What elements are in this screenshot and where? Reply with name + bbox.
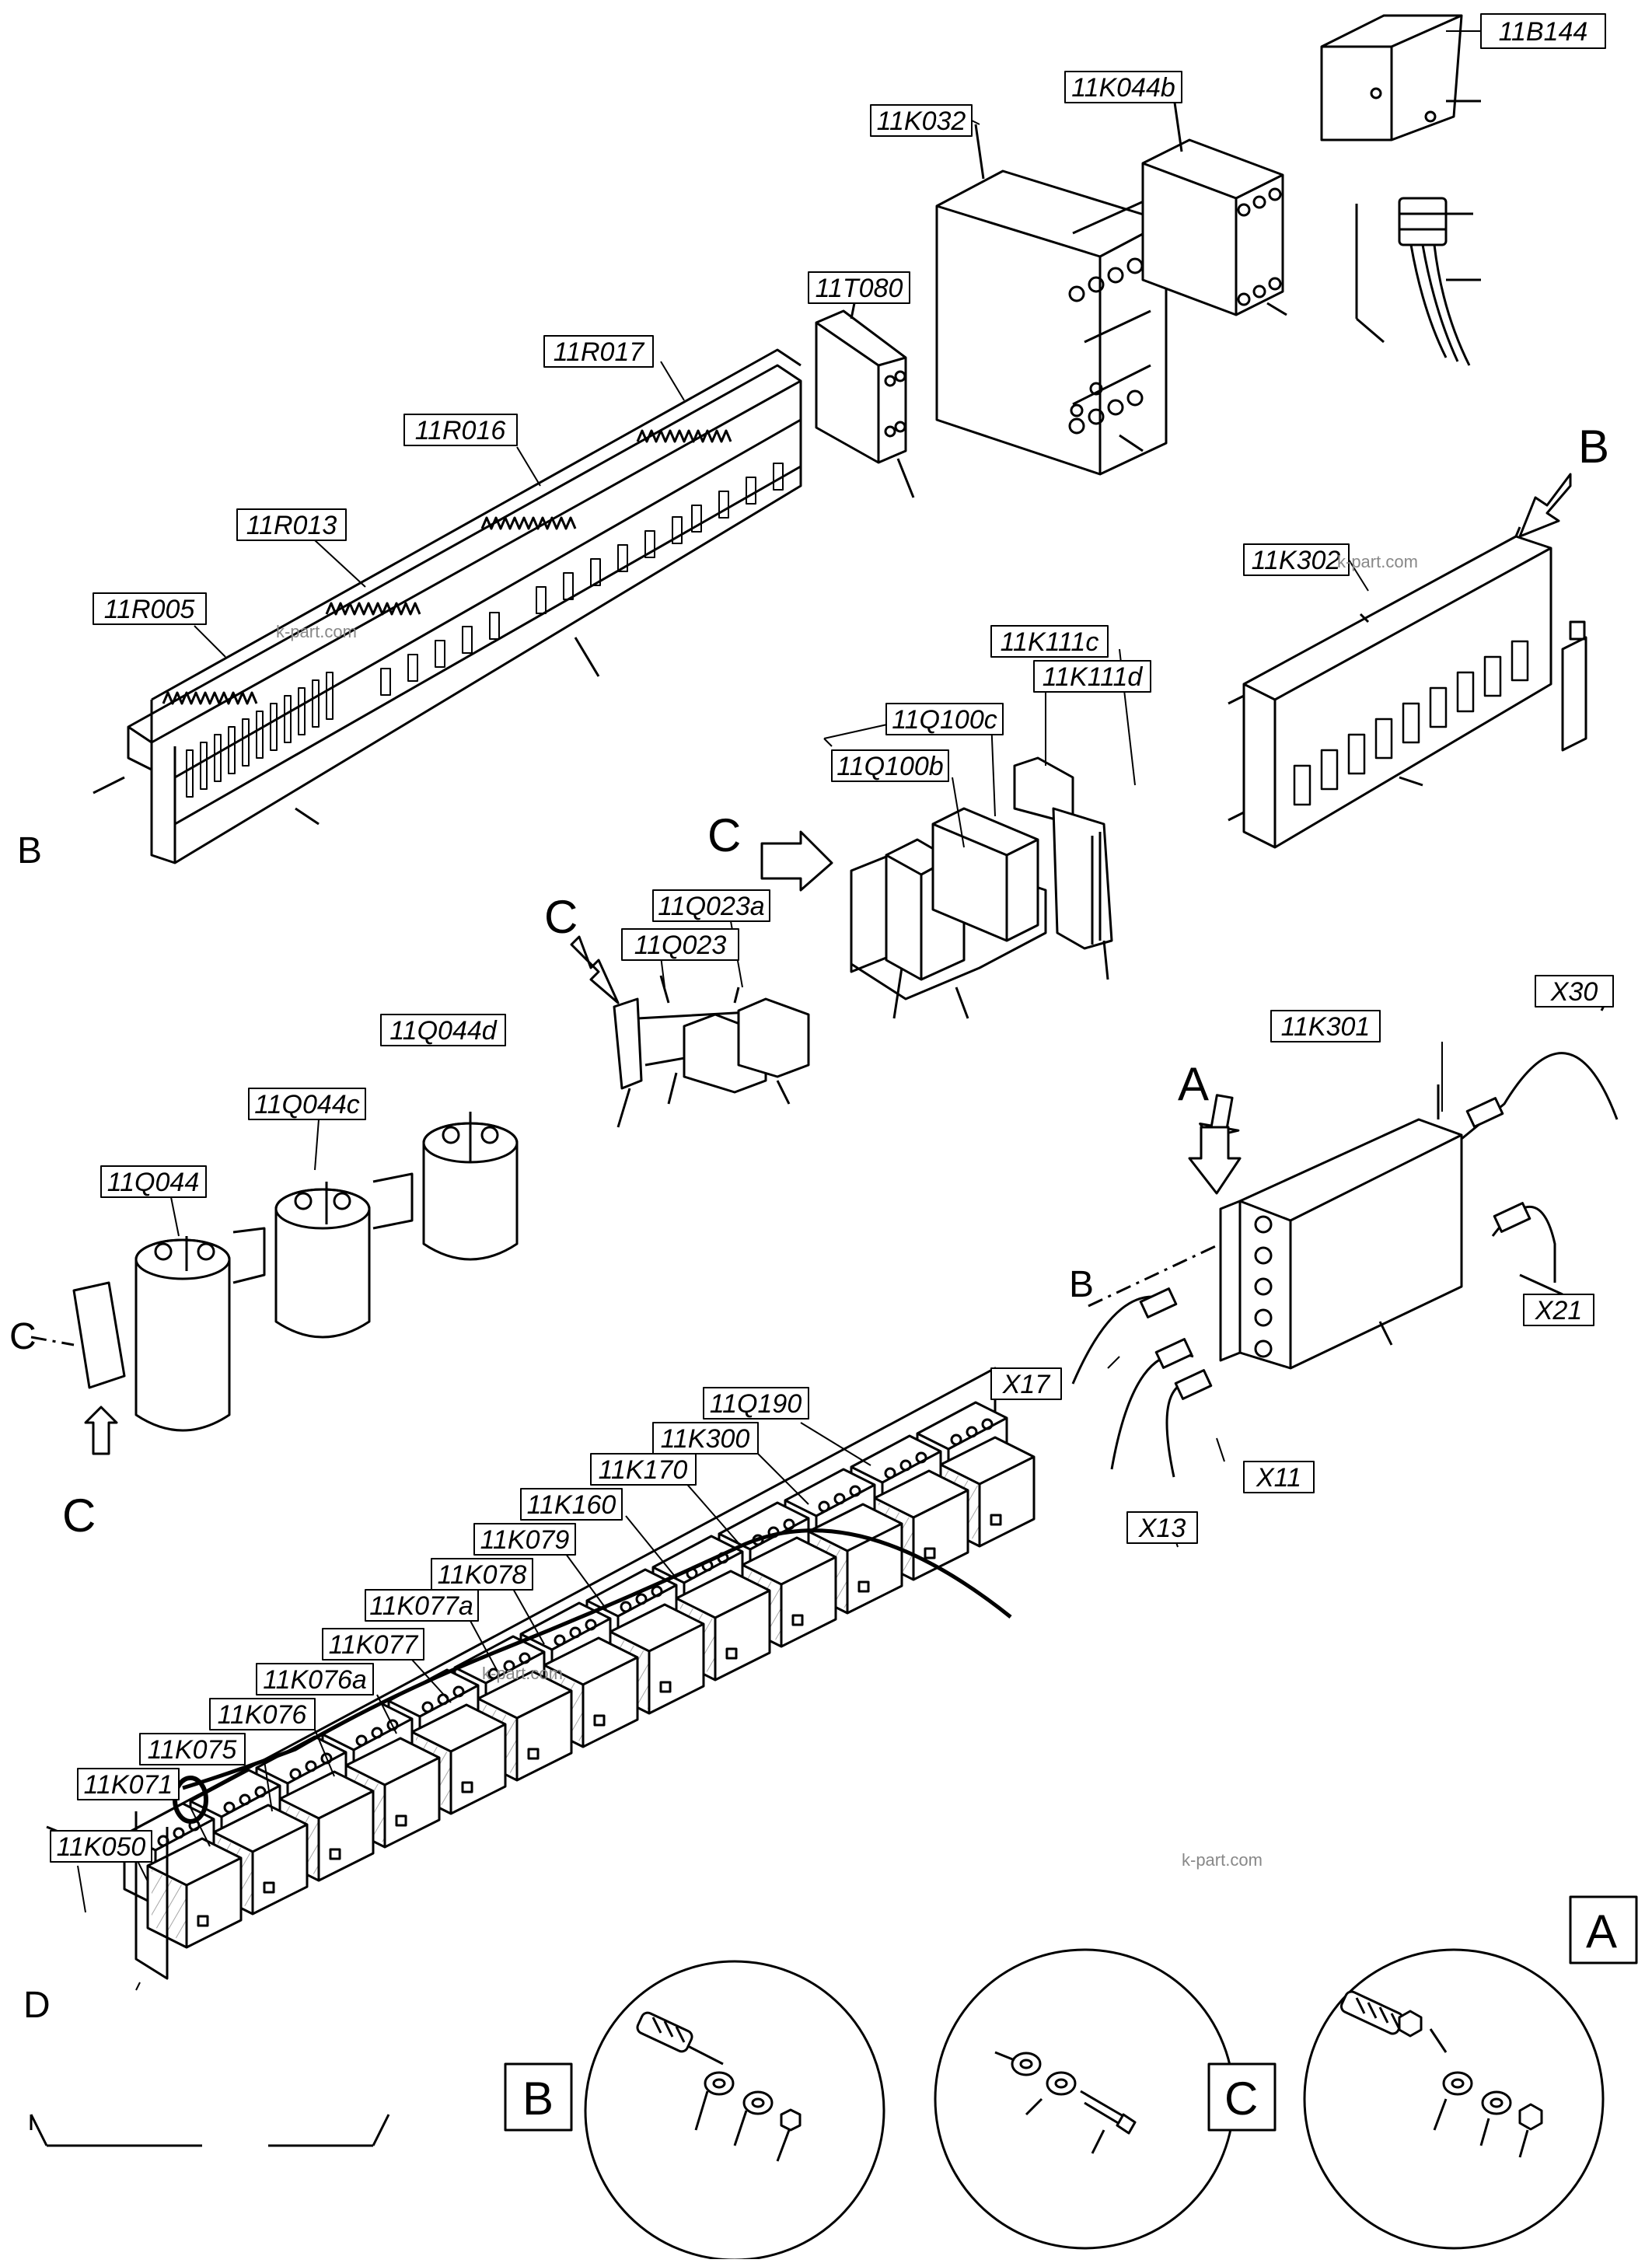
label-11k160: 11K160 [527,1490,616,1520]
boxed-letter-a: A [1586,1905,1617,1957]
label-11r005: 11R005 [104,595,195,624]
label-11k077a: 11K077a [369,1591,473,1621]
part-11k302 [1228,526,1587,849]
part-11k032 [935,124,1168,476]
label-11q100b: 11Q100b [836,752,943,781]
label-11q023a: 11Q023a [658,892,764,921]
label-x13: X13 [1138,1514,1186,1543]
part-11k301 [1071,994,1619,1478]
callout-b-mid: B [1069,1264,1094,1305]
label-11k050: 11K050 [57,1832,146,1862]
label-11k076a: 11K076a [263,1665,367,1695]
label-11k302: 11K302 [1252,546,1341,575]
part-11q044-capacitors [30,1112,519,1455]
label-11k044b: 11K044b [1071,73,1175,103]
part-11q023-assembly [613,975,810,1128]
label-11k079: 11K079 [480,1525,570,1555]
label-11k170: 11K170 [599,1455,688,1485]
label-11r017: 11R017 [554,337,645,367]
label-x11: X11 [1256,1463,1301,1493]
arrow-b-top [1518,473,1572,538]
label-11k032: 11K032 [877,107,966,136]
label-11q044d: 11Q044d [389,1016,497,1046]
callout-d: D [23,1985,51,2026]
label-11k075: 11K075 [148,1735,237,1765]
label-11r013: 11R013 [246,511,337,540]
part-relay-rail [123,1367,1036,1949]
callout-c-right: C [707,809,741,861]
boxed-letter-b: B [522,2073,554,2125]
label-11k111d: 11K111d [1043,662,1144,692]
label-11q023: 11Q023 [634,931,727,960]
label-11r016: 11R016 [415,416,506,445]
part-11q100-assembly [850,756,1113,1019]
callout-b-left: B [17,830,42,871]
watermark-2: k-part.com [276,622,357,641]
watermark-4: k-part.com [1182,1850,1263,1870]
detail-circle-a [1303,1948,1605,2250]
callout-c-bottom: C [62,1489,96,1542]
detail-circle-c [934,1948,1235,2250]
label-11k111c: 11K111c [1001,627,1099,657]
label-11k077: 11K077 [329,1630,419,1660]
label-11k071: 11K071 [84,1770,173,1800]
label-11k076: 11K076 [218,1700,307,1730]
label-x17: X17 [1002,1370,1051,1399]
label-11q044c: 11Q044c [254,1090,359,1119]
part-11t080 [815,299,915,498]
part-11b144 [1320,14,1481,366]
label-11k301: 11K301 [1281,1012,1371,1042]
label-11q044: 11Q044 [107,1168,199,1197]
part-terminal-strip [93,348,802,864]
label-x30: X30 [1550,977,1598,1007]
watermark-1: k-part.com [1337,552,1418,571]
boxed-letter-c: C [1224,2073,1258,2125]
label-x21: X21 [1535,1296,1583,1325]
label-11b144: 11B144 [1499,17,1588,47]
relay-module [387,1668,507,1815]
label-11k300: 11K300 [661,1424,750,1454]
callout-c-left: C [9,1316,37,1357]
watermark-3: k-part.com [482,1664,563,1683]
callout-a: A [1178,1058,1209,1110]
arrow-c-mid [570,935,620,1004]
arrow-a [1188,1126,1242,1195]
arrow-c-right [760,830,833,892]
detail-circle-b [584,1960,885,2261]
callout-b-top: B [1578,421,1609,473]
label-11q190: 11Q190 [710,1389,802,1419]
label-11k078: 11K078 [438,1560,527,1590]
callout-c-mid: C [544,891,578,943]
cable-tie [182,1528,1012,1790]
part-11k044b [1141,96,1287,316]
label-11t080: 11T080 [816,274,903,303]
label-11q100c: 11Q100c [892,705,997,735]
